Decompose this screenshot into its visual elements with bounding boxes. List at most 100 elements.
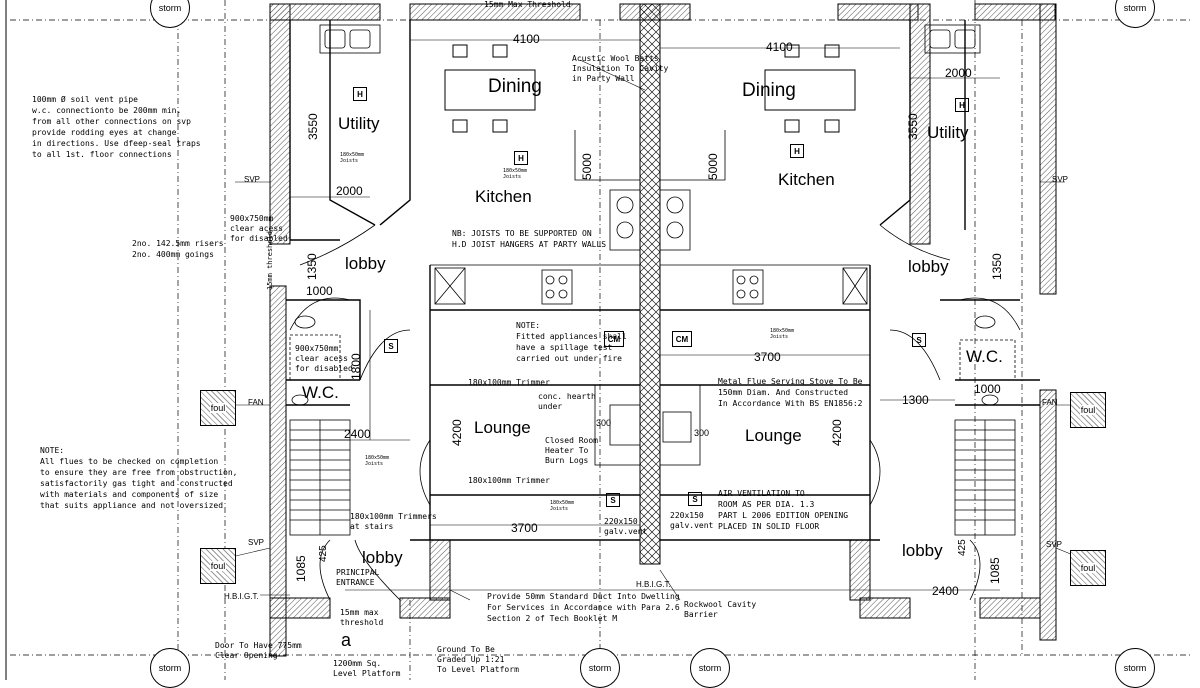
dim-4200-left: 4200 (450, 419, 464, 446)
flue-note: NOTE: All flues to be checked on complet… (40, 446, 238, 510)
sinks (319, 24, 981, 251)
trimmer-label-1: 180x100mm Trimmer (468, 378, 550, 387)
hbigt-tag-left: H.B.I.G.T. (224, 592, 259, 601)
external-walls (269, 3, 1057, 657)
storm-marker-bottom-3: storm (690, 648, 730, 688)
joist-note: NB: JOISTS TO BE SUPPORTED ON H.D JOIST … (452, 229, 607, 249)
dim-300-left: 300 (596, 418, 612, 428)
svp-tag-right-top: SVP (1052, 175, 1069, 184)
threshold-bottom: 15mm max threshold (340, 608, 384, 627)
heat-detector-kitchen-left: H (514, 151, 528, 165)
dim-425-left: 425 (318, 545, 329, 562)
dim-3550-right: 3550 (906, 113, 920, 140)
party-wall (639, 3, 661, 565)
stairs-left (289, 419, 351, 536)
dim-2400-left: 2400 (344, 427, 371, 441)
room-kitchen-right: Kitchen (778, 170, 835, 189)
foul-label: foul (209, 403, 227, 413)
fan-tag-left: FAN (248, 398, 264, 407)
hearth-note: conc. hearth under (538, 392, 596, 411)
dim-1300: 1300 (902, 393, 929, 407)
dim-300-right: 300 (694, 428, 710, 438)
cm-marker-right: CM (672, 331, 692, 347)
smoke-alarm-lounge-left: S (606, 493, 620, 507)
galv-vent-right: 220x150 galv.vent (670, 511, 714, 530)
smoke-alarm-left: S (384, 339, 398, 353)
svp-tag-left-top: SVP (244, 175, 261, 184)
dimension-lines (290, 39, 1000, 591)
wc-fittings (289, 315, 1016, 406)
room-dining-right: Dining (742, 80, 796, 101)
foul-manhole-left-1: foul (200, 390, 236, 426)
dim-1000-left: 1000 (306, 284, 333, 298)
risers-note: 2no. 142.5mm risers 2no. 400mm goings (132, 239, 224, 259)
room-lobby-front-left: lobby (362, 548, 403, 567)
dim-4100-left: 4100 (513, 32, 540, 46)
dim-3700-left: 3700 (511, 521, 538, 535)
dim-1800: 1800 (349, 353, 363, 380)
room-lobby-left: lobby (345, 254, 386, 273)
room-dining-left: Dining (488, 76, 542, 97)
dim-2000-left: 2000 (336, 184, 363, 198)
dim-1000-right: 1000 (974, 382, 1001, 396)
dim-5000-a: 5000 (580, 153, 594, 180)
joist-label-3: 180x50mm Joists (770, 328, 795, 340)
foul-manhole-left-2: foul (200, 548, 236, 584)
joist-label-4: 180x50mm Joists (365, 455, 390, 467)
heater-note: Closed Room Heater To Burn Logs (545, 436, 598, 465)
svp-note: 100mm Ø soil vent pipe w.c. connectionto… (32, 95, 201, 159)
platform-note: 1200mm Sq. Level Platform (333, 659, 401, 678)
svp-tag-left-bottom: SVP (248, 538, 265, 547)
foul-label: foul (1079, 563, 1097, 573)
heat-detector-utility-left: H (353, 87, 367, 101)
stoves (594, 384, 701, 466)
cm-marker-left: CM (604, 331, 624, 347)
principal-entrance: PRINCIPAL ENTRANCE (336, 568, 380, 587)
room-wc-right: W.C. (966, 347, 1003, 366)
dim-1350-left: 1350 (305, 253, 319, 280)
foul-manhole-right-1: foul (1070, 392, 1106, 428)
flue-stove-note: Metal Flue Serving Stove To Be 150mm Dia… (718, 377, 863, 408)
clear-access-note-1: 900x750mm clear acess for disabled (230, 214, 288, 243)
heat-detector-kitchen-right: H (790, 144, 804, 158)
hobs (541, 269, 764, 305)
duct-note: Provide 50mm Standard Duct Into Dwelling… (487, 592, 680, 623)
door-swings (289, 224, 1021, 601)
foul-manhole-right-2: foul (1070, 550, 1106, 586)
room-lounge-left: Lounge (474, 418, 531, 437)
dim-3700-right: 3700 (754, 350, 781, 364)
storm-marker-bottom-4: storm (1115, 648, 1155, 688)
dim-1085-left: 1085 (294, 555, 308, 582)
trimmer-label-2: 180x100mm Trimmer (468, 476, 550, 485)
dim-2000-right: 2000 (945, 66, 972, 80)
fan-tag-right: FAN (1042, 398, 1058, 407)
joist-label-5: 180x50mm Joists (550, 500, 575, 512)
door-note: Door To Have 775mm Clear Opening (215, 641, 302, 660)
acoustic-note: Acustic Wool Batts Insulation To Cavity … (572, 54, 669, 83)
dim-1350-right: 1350 (990, 253, 1004, 280)
air-vent-note: AIR VENTILATION TO ROOM AS PER DIA. 1.3 … (718, 489, 849, 531)
internal-walls (286, 20, 1040, 541)
foul-label: foul (1079, 405, 1097, 415)
dining-table-left (444, 44, 536, 133)
worktops (430, 130, 870, 310)
dim-4100-right: 4100 (766, 40, 793, 54)
dim-3550-left: 3550 (306, 113, 320, 140)
dim-425-right: 425 (957, 539, 968, 556)
room-kitchen-left: Kitchen (475, 187, 532, 206)
storm-marker-bottom-2: storm (580, 648, 620, 688)
ground-note: Ground To Be Graded Up 1:21 To Level Pla… (437, 645, 519, 674)
smoke-alarm-lounge-right: S (688, 492, 702, 506)
dim-5000-b: 5000 (706, 153, 720, 180)
joist-label-2: 180x50mm Joists (503, 168, 528, 180)
appliance-note: NOTE: Fitted appliances shall have a spi… (516, 321, 627, 363)
foul-label: foul (209, 561, 227, 571)
joist-label-1: 180x50mm Joists (340, 152, 365, 164)
hbigt-tag-center: H.B.I.G.T. (636, 580, 671, 589)
room-lounge-right: Lounge (745, 426, 802, 445)
smoke-alarm-right: S (912, 333, 926, 347)
section-marker-a: a (341, 630, 352, 650)
room-wc-left: W.C. (302, 383, 339, 402)
storm-marker-bottom-1: storm (150, 648, 190, 688)
